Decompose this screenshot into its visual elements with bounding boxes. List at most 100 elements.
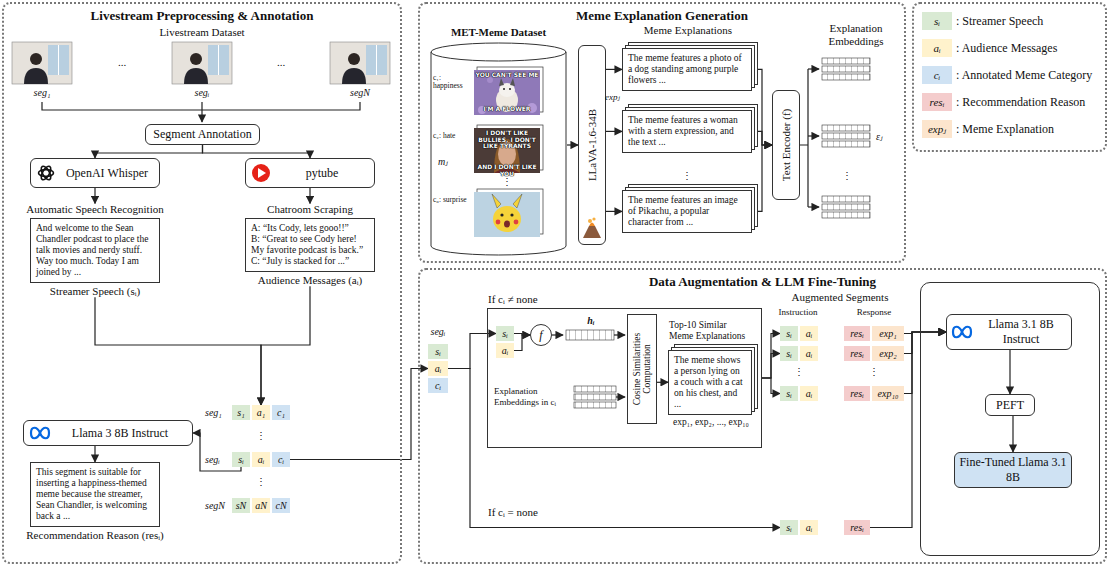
text-label: εⱼ [876, 131, 892, 143]
node-text: aᵢ [502, 343, 509, 358]
color-cell: sᵢ [232, 452, 250, 467]
arrow-connector [261, 286, 310, 405]
arrow-connector [567, 144, 578, 145]
process-box: pytube [245, 158, 375, 188]
text-label: Response [844, 307, 904, 318]
text-label: hᵢ [581, 315, 601, 327]
arrow-connector [657, 382, 668, 383]
node-text: sᵢ [502, 326, 507, 341]
arrow-connector [606, 69, 622, 70]
node-text: aᵢ [806, 386, 813, 401]
node-text: cN [275, 498, 286, 513]
node-text: exp₁₀ [878, 386, 899, 401]
text-box: This segment is suitable for inserting a… [30, 462, 160, 527]
color-cell: sᵢ [780, 520, 798, 535]
text-label: resᵢ [922, 93, 952, 111]
arrow-connector [870, 332, 946, 528]
text-box: The meme features a woman with a stern e… [622, 110, 752, 153]
arrow-connector [1012, 416, 1013, 452]
node-text: exp₂ [879, 346, 896, 361]
legend-text: : Streamer Speech [956, 12, 1043, 30]
condition-box: If cᵢ ≠ nonesᵢaᵢfCosine Similarities Com… [487, 308, 762, 448]
color-cell: aᵢ [800, 346, 818, 361]
text-label: segᵢ [424, 326, 452, 338]
node-text: PEFT [996, 398, 1024, 413]
node-text: LLaVA-1.6-34B [586, 51, 598, 239]
node-text: Cosine Similarities Computation [632, 320, 653, 418]
text-label: segN [205, 498, 232, 513]
color-cell: aᵢ [428, 361, 448, 376]
panel-title: Livestream Preprocessing & Annotation [4, 8, 400, 24]
color-cell: sᵢ [780, 346, 798, 361]
text-label: I DON'T LIKE BULLIES, I DON'T LIKE TYRAN… [474, 130, 540, 150]
text-label: ⋮ [844, 364, 904, 380]
arrow-connector [762, 354, 780, 379]
legend-text: : Meme Explanation [956, 120, 1054, 138]
process-box: OpenAI Whisper [30, 158, 160, 188]
node-text: aᵢ [806, 520, 813, 535]
node-text: resᵢ [850, 346, 863, 361]
panel-title: Data Augmentation & LLM Fine-Tuning [420, 274, 1105, 290]
node-text: aᵢ [806, 326, 813, 341]
node-text: pytube [306, 166, 339, 181]
text-label: c₆: surprise [433, 196, 471, 204]
color-cell: s₁ [232, 405, 250, 420]
text-label: c₁: happiness [433, 74, 471, 91]
text-label: ... [251, 56, 311, 69]
text-label: ⋮ [780, 364, 818, 380]
arrow-connector [95, 297, 261, 405]
text-label: ⋮ [622, 168, 752, 184]
model-box: Cosine Similarities Computation [627, 314, 657, 424]
box-heading: MET-Meme Dataset [405, 26, 592, 39]
color-cell: aᵢ [496, 343, 514, 358]
llava-logo [583, 217, 601, 238]
node-text: The meme features an image of Pikachu, a… [628, 195, 746, 228]
text-label: Meme Explanations [618, 24, 758, 37]
text-label: Explanation Embeddings in cᵢ [494, 386, 572, 408]
arrow-connector [904, 332, 946, 394]
process-box: f [530, 324, 552, 346]
meta-logo [31, 428, 49, 439]
arrow-connector [309, 188, 310, 203]
node-text: OpenAI Whisper [66, 166, 148, 181]
arrow-connector [94, 446, 95, 462]
arrow-connector [752, 131, 772, 145]
panel-title: Meme Explanation Generation [420, 8, 904, 24]
node-text: resᵢ [850, 520, 863, 535]
box-heading: Chatroom Scraping [221, 203, 399, 216]
text-label: c₂: hate [433, 132, 471, 140]
text-label: YOU CAN'T SEE ME [474, 72, 540, 79]
text-label: cᵢ [922, 66, 952, 84]
color-cell: cN [272, 498, 290, 513]
node-text: The meme features a woman with a stern e… [628, 115, 746, 148]
legend-text: : Recommendation Reason [956, 93, 1085, 111]
color-cell: aᵢ [252, 452, 270, 467]
section-panel: Data Augmentation & LLM Fine-Tuningsᵢaᵢc… [418, 268, 1107, 564]
arrow-connector [94, 188, 95, 203]
node-text: And welcome to the Sean Chandler podcast… [36, 223, 154, 278]
arrow-connector [95, 145, 203, 158]
segment-bracket [42, 102, 360, 122]
arrow-connector [203, 145, 311, 158]
box-heading: Automatic Speech Recognition [6, 203, 184, 216]
color-cell: sᵢ [428, 344, 448, 359]
text-label: aᵢ [922, 39, 952, 57]
node-text: f [539, 328, 542, 343]
node-text: Fine-Tuned Llama 3.1 8B [959, 455, 1067, 485]
text-label: ⋮ [822, 168, 872, 184]
text-label: AND I DON'T LIKE YOU [474, 164, 540, 177]
model-box: LLaVA-1.6-34B [578, 45, 606, 245]
process-box: Llama 3.1 8B Instruct [946, 314, 1072, 350]
node-text: C: “July is stacked for ...” [251, 256, 369, 267]
node-text: Llama 3.1 8B Instruct [975, 317, 1067, 347]
node-text: cᵢ [278, 452, 284, 467]
arrow-connector [606, 131, 622, 132]
text-label: Explanation Embeddings [808, 22, 904, 48]
process-box: Segment Annotation [145, 124, 260, 145]
text-label: If cᵢ = none [488, 506, 578, 519]
arrow-connector [1009, 350, 1010, 394]
box-heading: If cᵢ ≠ none [488, 293, 538, 306]
text-label: ⋮ [232, 473, 290, 491]
text-box: The meme features an image of Pikachu, a… [622, 190, 752, 233]
